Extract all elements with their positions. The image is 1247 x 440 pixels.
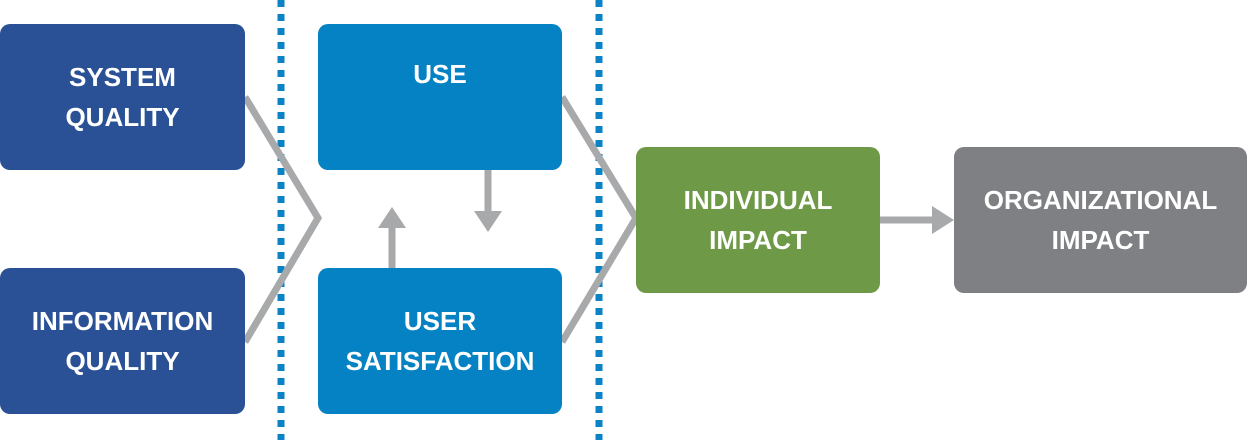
node-label-line: IMPACT <box>709 225 807 255</box>
node-organizational-impact: ORGANIZATIONAL IMPACT <box>954 147 1247 293</box>
chevron-connector-right <box>558 95 641 344</box>
node-use: USE <box>318 24 562 170</box>
node-system-quality: SYSTEM QUALITY <box>0 24 245 170</box>
node-label-line: SATISFACTION <box>345 346 535 376</box>
arrow-right-icon <box>932 206 954 234</box>
node-label-line: QUALITY <box>65 102 180 132</box>
node-label: ORGANIZATIONAL IMPACT <box>984 180 1218 260</box>
node-label-line: IMPACT <box>1051 225 1150 255</box>
node-label: SYSTEM QUALITY <box>65 57 179 137</box>
node-label-line: ORGANIZATIONAL <box>983 185 1218 215</box>
node-label-line: USER <box>403 306 477 336</box>
node-user-satisfaction: USER SATISFACTION <box>318 268 562 414</box>
arrow-down-icon <box>474 211 502 232</box>
node-individual-impact: INDIVIDUAL IMPACT <box>636 147 880 293</box>
node-label-line: SYSTEM <box>69 62 176 92</box>
node-label: INFORMATION QUALITY <box>32 301 214 381</box>
arrow-up-icon <box>378 207 406 228</box>
node-label: INDIVIDUAL IMPACT <box>684 180 833 260</box>
node-information-quality: INFORMATION QUALITY <box>0 268 245 414</box>
chevron-connector-left <box>241 95 323 344</box>
node-label-line: INFORMATION <box>31 306 214 336</box>
node-label: USE <box>413 54 466 94</box>
node-label-line: INDIVIDUAL <box>683 185 833 215</box>
node-label-line: USE <box>413 59 467 89</box>
node-label-line: QUALITY <box>65 346 180 376</box>
node-label: USER SATISFACTION <box>346 301 535 381</box>
